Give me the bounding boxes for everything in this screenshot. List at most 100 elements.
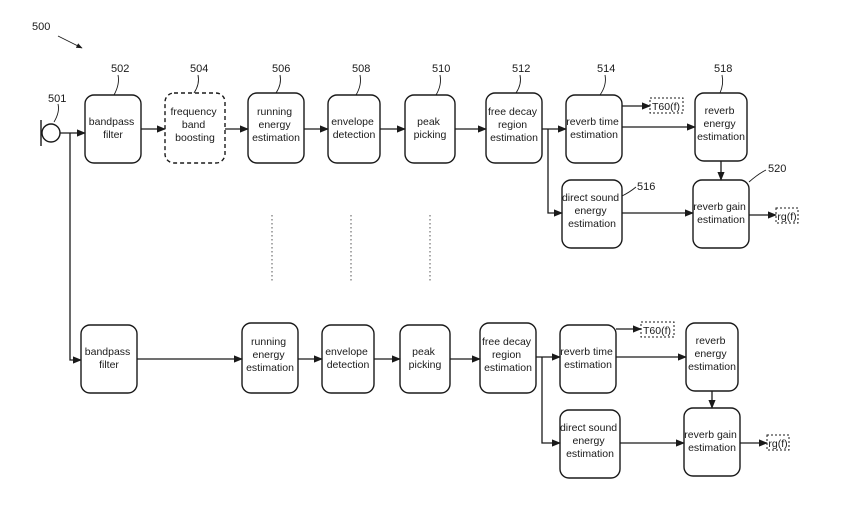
label-line: envelope (331, 116, 374, 128)
label-line: energy (703, 118, 736, 130)
label-line: filter (99, 359, 119, 371)
bandpass-filter-block-bottom: bandpass filter (80, 324, 138, 394)
ref-504: 504 (190, 63, 208, 75)
reverb-time-estimation-block-top: reverb time estimation (565, 94, 623, 164)
label-line: energy (252, 349, 285, 361)
rg-output-top: rg(f) (775, 207, 799, 224)
rg-label-top: rg(f) (777, 211, 796, 223)
label-line: running (257, 106, 292, 118)
svg-text:running energy est: running energy estimation (246, 336, 294, 374)
figure-number: 500 (32, 21, 50, 33)
label-line: estimation (484, 362, 532, 374)
label-line: estimation (697, 131, 745, 143)
label-line: peak (417, 116, 441, 128)
label-line: boosting (175, 132, 215, 144)
label-line: running (251, 336, 286, 348)
svg-text:bandpass filter: bandpass filter (85, 346, 133, 371)
label-line: picking (409, 359, 442, 371)
label-line: peak (412, 346, 436, 358)
label-line: estimation (566, 448, 614, 460)
label-line: estimation (688, 361, 736, 373)
label-line: reverb gain (684, 429, 737, 441)
svg-text:reverb gain estimation: reverb gain estimation (684, 429, 739, 454)
ref-516: 516 (637, 181, 655, 193)
svg-text:peak picking: peak picking (409, 346, 442, 371)
label-line: reverb (705, 105, 735, 117)
label-line: estimation (697, 214, 745, 226)
rg-label-bottom: rg(f) (768, 438, 787, 450)
reverb-energy-estimation-block-top: reverb energy estimation (694, 92, 748, 162)
label-line: region (492, 349, 521, 361)
t60-label-top: T60(f) (652, 101, 680, 113)
label-line: energy (572, 435, 605, 447)
label-line: reverb (696, 335, 726, 347)
label-line: estimation (564, 359, 612, 371)
label-line: envelope (325, 346, 368, 358)
ellipsis-dotted-lines (271, 215, 431, 283)
svg-text:running energy est: running energy estimation (252, 106, 300, 144)
reverb-gain-estimation-block-bottom: reverb gain estimation (683, 407, 741, 477)
svg-text:free decay region: free decay region estimation (488, 106, 540, 144)
svg-text:free decay region: free decay region estimation (482, 336, 534, 374)
label-line: region (498, 119, 527, 131)
ref-518: 518 (714, 63, 732, 75)
reverb-time-estimation-block-bottom: reverb time estimation (559, 324, 617, 394)
microphone-input-icon (40, 120, 61, 146)
svg-text:reverb gain estimation: reverb gain estimation (693, 201, 748, 226)
svg-text:bandpass filter: bandpass filter (89, 116, 137, 141)
envelope-detection-block-bottom: envelope detection (321, 324, 375, 394)
label-line: bandpass (85, 346, 131, 358)
label-line: picking (414, 129, 447, 141)
label-line: free decay (482, 336, 532, 348)
ref-514: 514 (597, 63, 615, 75)
peak-picking-block-top: peak picking (404, 94, 456, 164)
t60-output-top: T60(f) (649, 97, 684, 114)
svg-text:direct sound energy: direct sound energy estimation (560, 422, 620, 460)
label-line: estimation (568, 218, 616, 230)
label-line: estimation (246, 362, 294, 374)
label-line: frequency (170, 106, 217, 118)
ref-506: 506 (272, 63, 290, 75)
label-line: reverb time (566, 116, 619, 128)
bandpass-filter-block-top: bandpass filter (84, 94, 142, 164)
label-line: detection (333, 129, 376, 141)
svg-text:envelope detection: envelope detection (331, 116, 377, 141)
t60-label-bottom: T60(f) (643, 325, 671, 337)
free-decay-region-estimation-block-bottom: free decay region estimation (479, 322, 537, 394)
running-energy-estimation-block-bottom: running energy estimation (241, 322, 299, 394)
label-line: reverb gain (693, 201, 746, 213)
ref-510: 510 (432, 63, 450, 75)
label-line: energy (574, 205, 607, 217)
svg-text:frequency band boo: frequency band boosting (170, 106, 219, 144)
svg-text:peak picking: peak picking (414, 116, 447, 141)
label-line: filter (103, 129, 123, 141)
ref-512: 512 (512, 63, 530, 75)
label-line: energy (694, 348, 727, 360)
label-line: energy (258, 119, 291, 131)
direct-sound-energy-estimation-block-bottom: direct sound energy estimation (559, 409, 621, 479)
running-energy-estimation-block-top: running energy estimation (247, 92, 305, 164)
label-line: detection (327, 359, 370, 371)
svg-text:reverb time estimation: reverb time estimation (566, 116, 621, 141)
label-line: estimation (490, 132, 538, 144)
svg-text:reverb energy esti: reverb energy estimation (688, 335, 736, 373)
label-line: estimation (570, 129, 618, 141)
label-line: direct sound (560, 422, 617, 434)
rg-output-bottom: rg(f) (766, 434, 790, 451)
frequency-band-boosting-block: frequency band boosting (164, 92, 226, 164)
label-line: free decay (488, 106, 538, 118)
svg-text:reverb time estimation: reverb time estimation (560, 346, 615, 371)
label-line: bandpass (89, 116, 135, 128)
label-line: direct sound (562, 192, 619, 204)
label-line: reverb time (560, 346, 613, 358)
ref-input: 501 (48, 93, 66, 105)
top-row-connections (60, 102, 777, 364)
direct-sound-energy-estimation-block-top: direct sound energy estimation (561, 179, 623, 249)
reverb-energy-estimation-block-bottom: reverb energy estimation (685, 322, 739, 392)
svg-text:envelope detection: envelope detection (325, 346, 371, 371)
ref-502: 502 (111, 63, 129, 75)
reverb-gain-estimation-block-top: reverb gain estimation (692, 179, 750, 249)
ref-input-leader (53, 103, 59, 123)
peak-picking-block-bottom: peak picking (399, 324, 451, 394)
envelope-detection-block-top: envelope detection (327, 94, 381, 164)
